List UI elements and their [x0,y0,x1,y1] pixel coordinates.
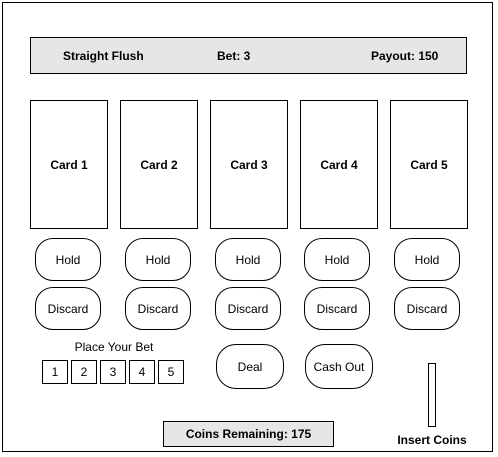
deal-button[interactable]: Deal [216,344,284,389]
insert-coins-label: Insert Coins [397,433,467,447]
card-5[interactable]: Card 5 [390,100,468,229]
discard-button-3[interactable]: Discard [215,287,281,330]
coin-slot[interactable] [428,363,436,427]
cash-out-button[interactable]: Cash Out [305,344,373,389]
hand-name: Straight Flush [63,49,144,63]
hold-button-2[interactable]: Hold [125,238,191,281]
card-3[interactable]: Card 3 [210,100,288,229]
status-bar: Straight Flush Bet: 3 Payout: 150 [30,37,467,74]
bet-option-5[interactable]: 5 [158,360,184,384]
card-2[interactable]: Card 2 [120,100,198,229]
payout-amount: Payout: 150 [371,49,439,63]
hold-button-5[interactable]: Hold [394,238,460,281]
place-your-bet-label: Place Your Bet [74,340,154,354]
hold-button-3[interactable]: Hold [215,238,281,281]
card-1[interactable]: Card 1 [30,100,108,229]
bet-option-1[interactable]: 1 [42,360,68,384]
bet-option-3[interactable]: 3 [100,360,126,384]
coins-remaining: Coins Remaining: 175 [163,421,334,447]
hold-button-4[interactable]: Hold [304,238,370,281]
hold-button-1[interactable]: Hold [35,238,101,281]
discard-button-5[interactable]: Discard [394,287,460,330]
bet-option-4[interactable]: 4 [129,360,155,384]
discard-button-4[interactable]: Discard [304,287,370,330]
bet-option-2[interactable]: 2 [71,360,97,384]
discard-button-1[interactable]: Discard [35,287,101,330]
bet-amount: Bet: 3 [217,49,251,63]
card-4[interactable]: Card 4 [300,100,378,229]
discard-button-2[interactable]: Discard [125,287,191,330]
